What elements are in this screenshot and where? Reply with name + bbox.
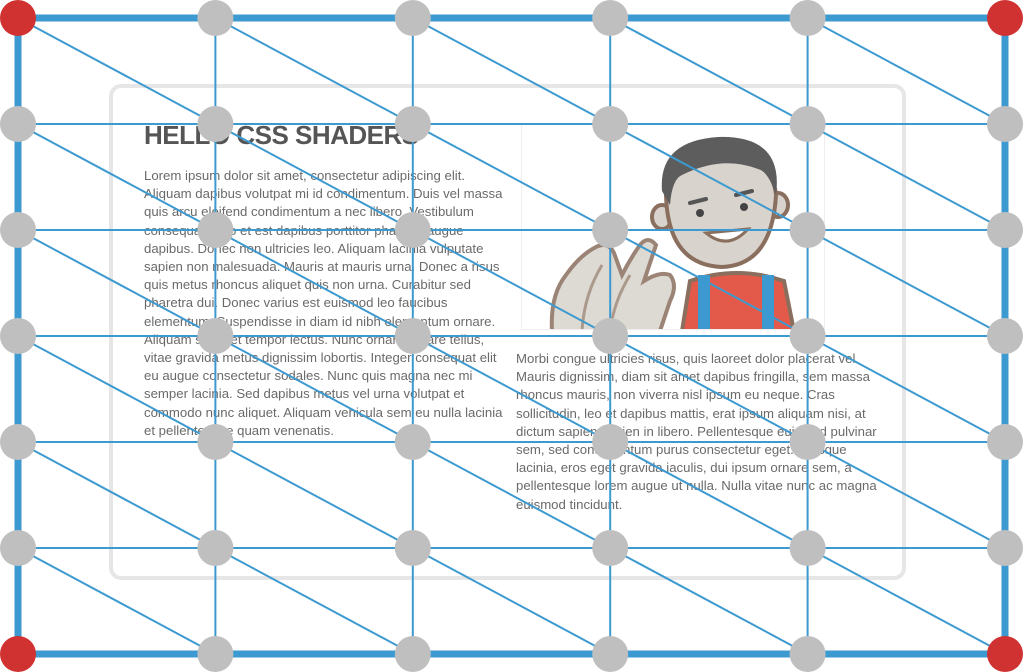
mesh-corner-handle[interactable] bbox=[0, 0, 36, 36]
mesh-vertex-handle[interactable] bbox=[592, 106, 629, 142]
mesh-diagonal-line bbox=[608, 334, 809, 444]
mesh-diagonal-line bbox=[214, 16, 415, 126]
mesh-corner-handle[interactable] bbox=[987, 636, 1023, 672]
mesh-vertex-handle[interactable] bbox=[197, 212, 234, 248]
mesh-vertex-handle[interactable] bbox=[394, 212, 431, 248]
mesh-vertex-handle[interactable] bbox=[394, 106, 431, 142]
waving-man-illustration bbox=[549, 136, 796, 329]
mesh-diagonal-line bbox=[608, 16, 809, 126]
mesh-diagonal-line bbox=[806, 440, 1007, 550]
mesh-diagonal-line bbox=[411, 228, 612, 338]
mesh-diagonal-line bbox=[214, 440, 415, 550]
waving-hand bbox=[549, 238, 676, 329]
mesh-diagonal-line bbox=[608, 440, 809, 550]
mesh-diagonal-line bbox=[214, 546, 415, 656]
mesh-vertex-handle[interactable] bbox=[987, 106, 1023, 142]
mesh-diagonal-line bbox=[16, 546, 217, 656]
torso bbox=[680, 271, 796, 329]
mesh-vertex-handle[interactable] bbox=[789, 530, 826, 566]
mesh-vertex-handle[interactable] bbox=[394, 0, 431, 36]
mesh-diagonal-line bbox=[214, 122, 415, 232]
mesh-diagonal-line bbox=[411, 16, 612, 126]
mesh-diagonal-line bbox=[806, 228, 1007, 338]
mesh-diagonal-line bbox=[411, 122, 612, 232]
mesh-vertex-handle[interactable] bbox=[592, 424, 629, 460]
mesh-diagonal-line bbox=[411, 334, 612, 444]
mesh-vertex-handle[interactable] bbox=[0, 106, 36, 142]
mesh-diagonal-line bbox=[16, 228, 217, 338]
mesh-diagonal-line bbox=[608, 122, 809, 232]
mesh-vertex-handle[interactable] bbox=[789, 0, 826, 36]
mesh-diagonal-line bbox=[411, 546, 612, 656]
mesh-diagonal-line bbox=[214, 334, 415, 444]
mesh-vertex-handle[interactable] bbox=[394, 424, 431, 460]
mesh-corner-handle[interactable] bbox=[0, 636, 36, 672]
mesh-diagonal-line bbox=[806, 122, 1007, 232]
mesh-vertex-handle[interactable] bbox=[0, 318, 36, 354]
mesh-diagonal-line bbox=[16, 334, 217, 444]
mesh-vertex-handle[interactable] bbox=[197, 0, 234, 36]
mesh-vertex-handle[interactable] bbox=[789, 106, 826, 142]
mesh-diagonal-line bbox=[16, 440, 217, 550]
mesh-vertex-handle[interactable] bbox=[197, 318, 234, 354]
mesh-diagonal-line bbox=[806, 546, 1007, 656]
mesh-diagonal-line bbox=[806, 334, 1007, 444]
mesh-diagonal-line bbox=[411, 440, 612, 550]
mesh-vertex-handle[interactable] bbox=[0, 424, 36, 460]
mesh-vertex-handle[interactable] bbox=[197, 530, 234, 566]
mesh-diagonal-line bbox=[608, 228, 809, 338]
mesh-vertex-handle[interactable] bbox=[394, 530, 431, 566]
mesh-corner-handle[interactable] bbox=[987, 0, 1023, 36]
mesh-vertex-handle[interactable] bbox=[592, 0, 629, 36]
mesh-diagonal-line bbox=[214, 228, 415, 338]
mesh-vertex-handle[interactable] bbox=[789, 636, 826, 672]
mesh-vertex-handle[interactable] bbox=[394, 636, 431, 672]
mesh-diagonal-line bbox=[608, 546, 809, 656]
mesh-vertex-handle[interactable] bbox=[197, 106, 234, 142]
mesh-diagonal-line bbox=[16, 122, 217, 232]
mesh-vertex-handle[interactable] bbox=[987, 530, 1023, 566]
mesh-vertex-handle[interactable] bbox=[592, 318, 629, 354]
mesh-diagonal-line bbox=[806, 16, 1007, 126]
mesh-vertex-handle[interactable] bbox=[789, 212, 826, 248]
mesh-vertex-handle[interactable] bbox=[592, 212, 629, 248]
mesh-vertex-handle[interactable] bbox=[789, 424, 826, 460]
mesh-vertex-handle[interactable] bbox=[592, 530, 629, 566]
mesh-vertex-handle[interactable] bbox=[197, 424, 234, 460]
mesh-vertex-handle[interactable] bbox=[394, 318, 431, 354]
mesh-vertex-handle[interactable] bbox=[0, 212, 36, 248]
mesh-vertex-handle[interactable] bbox=[789, 318, 826, 354]
mesh-vertex-handle[interactable] bbox=[987, 318, 1023, 354]
mesh-diagonal-line bbox=[16, 16, 217, 126]
mesh-vertex-handle[interactable] bbox=[592, 636, 629, 672]
mesh-vertex-handle[interactable] bbox=[197, 636, 234, 672]
mesh-vertex-handle[interactable] bbox=[0, 530, 36, 566]
mesh-vertex-handle[interactable] bbox=[987, 212, 1023, 248]
mesh-vertex-handle[interactable] bbox=[987, 424, 1023, 460]
